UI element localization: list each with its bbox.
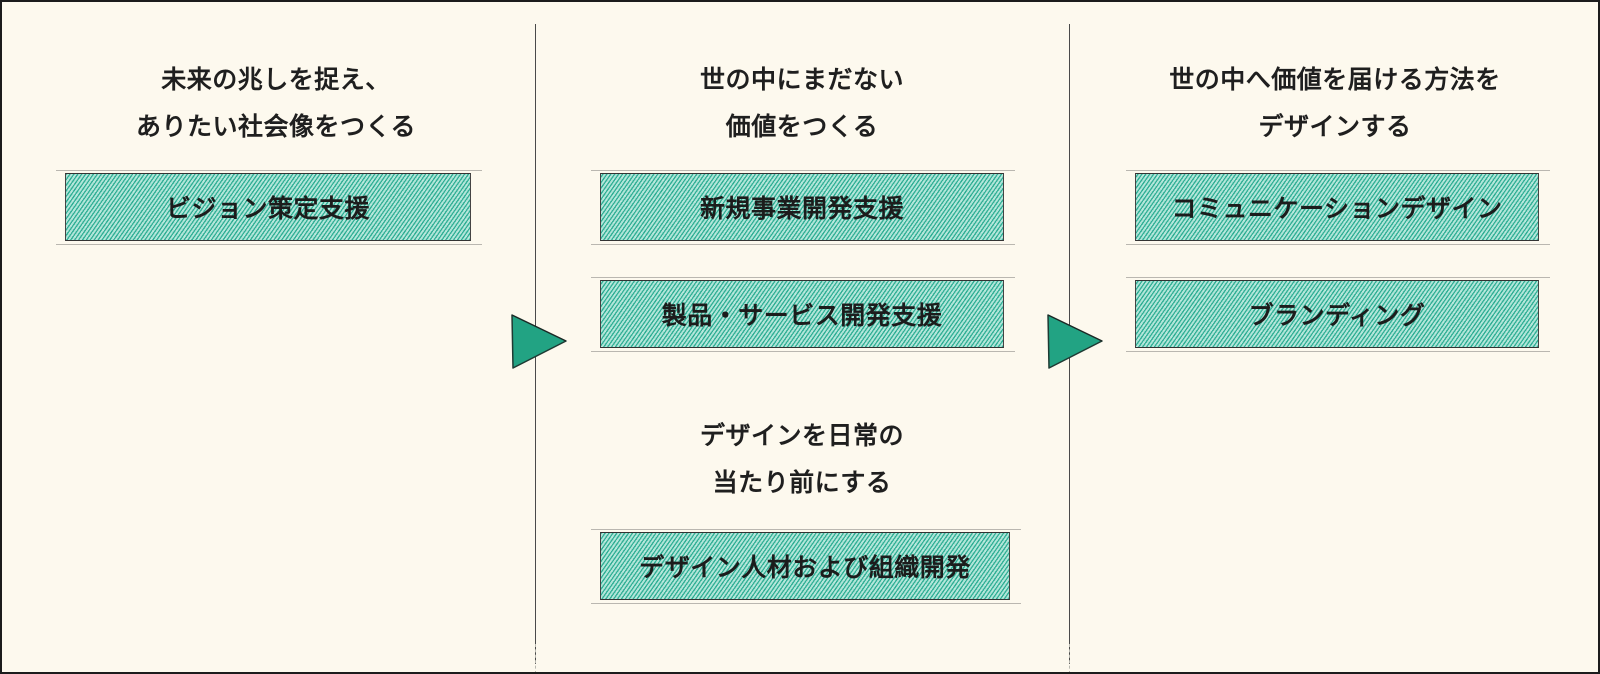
box-communication-design: コミュニケーションデザイン <box>1126 170 1550 245</box>
box-product-service-support: 製品・サービス開発支援 <box>591 277 1015 352</box>
triangle-right-icon <box>1047 314 1103 369</box>
box-vision-support: ビジョン策定支援 <box>56 170 482 245</box>
column-3-heading-line-1: 世の中へ価値を届ける方法を <box>1169 65 1501 94</box>
box-label: ビジョン策定支援 <box>165 194 370 223</box>
column-1-heading: 未来の兆しを捉え、 ありたい社会像をつくる <box>56 56 496 150</box>
box-branding: ブランディング <box>1126 277 1550 352</box>
box-label: コミュニケーションデザイン <box>1171 194 1503 223</box>
box-label: ブランディング <box>1248 301 1426 330</box>
column-3-heading-line-2: デザインする <box>1258 112 1412 141</box>
box-label: デザイン人材および組織開発 <box>639 553 971 582</box>
box-label: 製品・サービス開発支援 <box>661 301 943 330</box>
column-2-heading-line-1: 世の中にまだない <box>699 65 904 94</box>
box-label: 新規事業開発支援 <box>699 194 904 223</box>
column-2-subheading: デザインを日常の 当たり前にする <box>582 412 1022 506</box>
column-2-subheading-line-1: デザインを日常の <box>699 421 904 450</box>
column-2-heading-line-2: 価値をつくる <box>725 112 879 141</box>
column-2-subheading-line-2: 当たり前にする <box>712 468 892 497</box>
column-2-heading: 世の中にまだない 価値をつくる <box>582 56 1022 150</box>
box-design-talent-development: デザイン人材および組織開発 <box>591 529 1021 604</box>
column-1-heading-line-2: ありたい社会像をつくる <box>135 112 416 141</box>
column-3-heading: 世の中へ価値を届ける方法を デザインする <box>1115 56 1555 150</box>
triangle-right-icon <box>511 314 567 369</box>
box-new-business-support: 新規事業開発支援 <box>591 170 1015 245</box>
column-1-heading-line-1: 未来の兆しを捉え、 <box>161 65 391 94</box>
